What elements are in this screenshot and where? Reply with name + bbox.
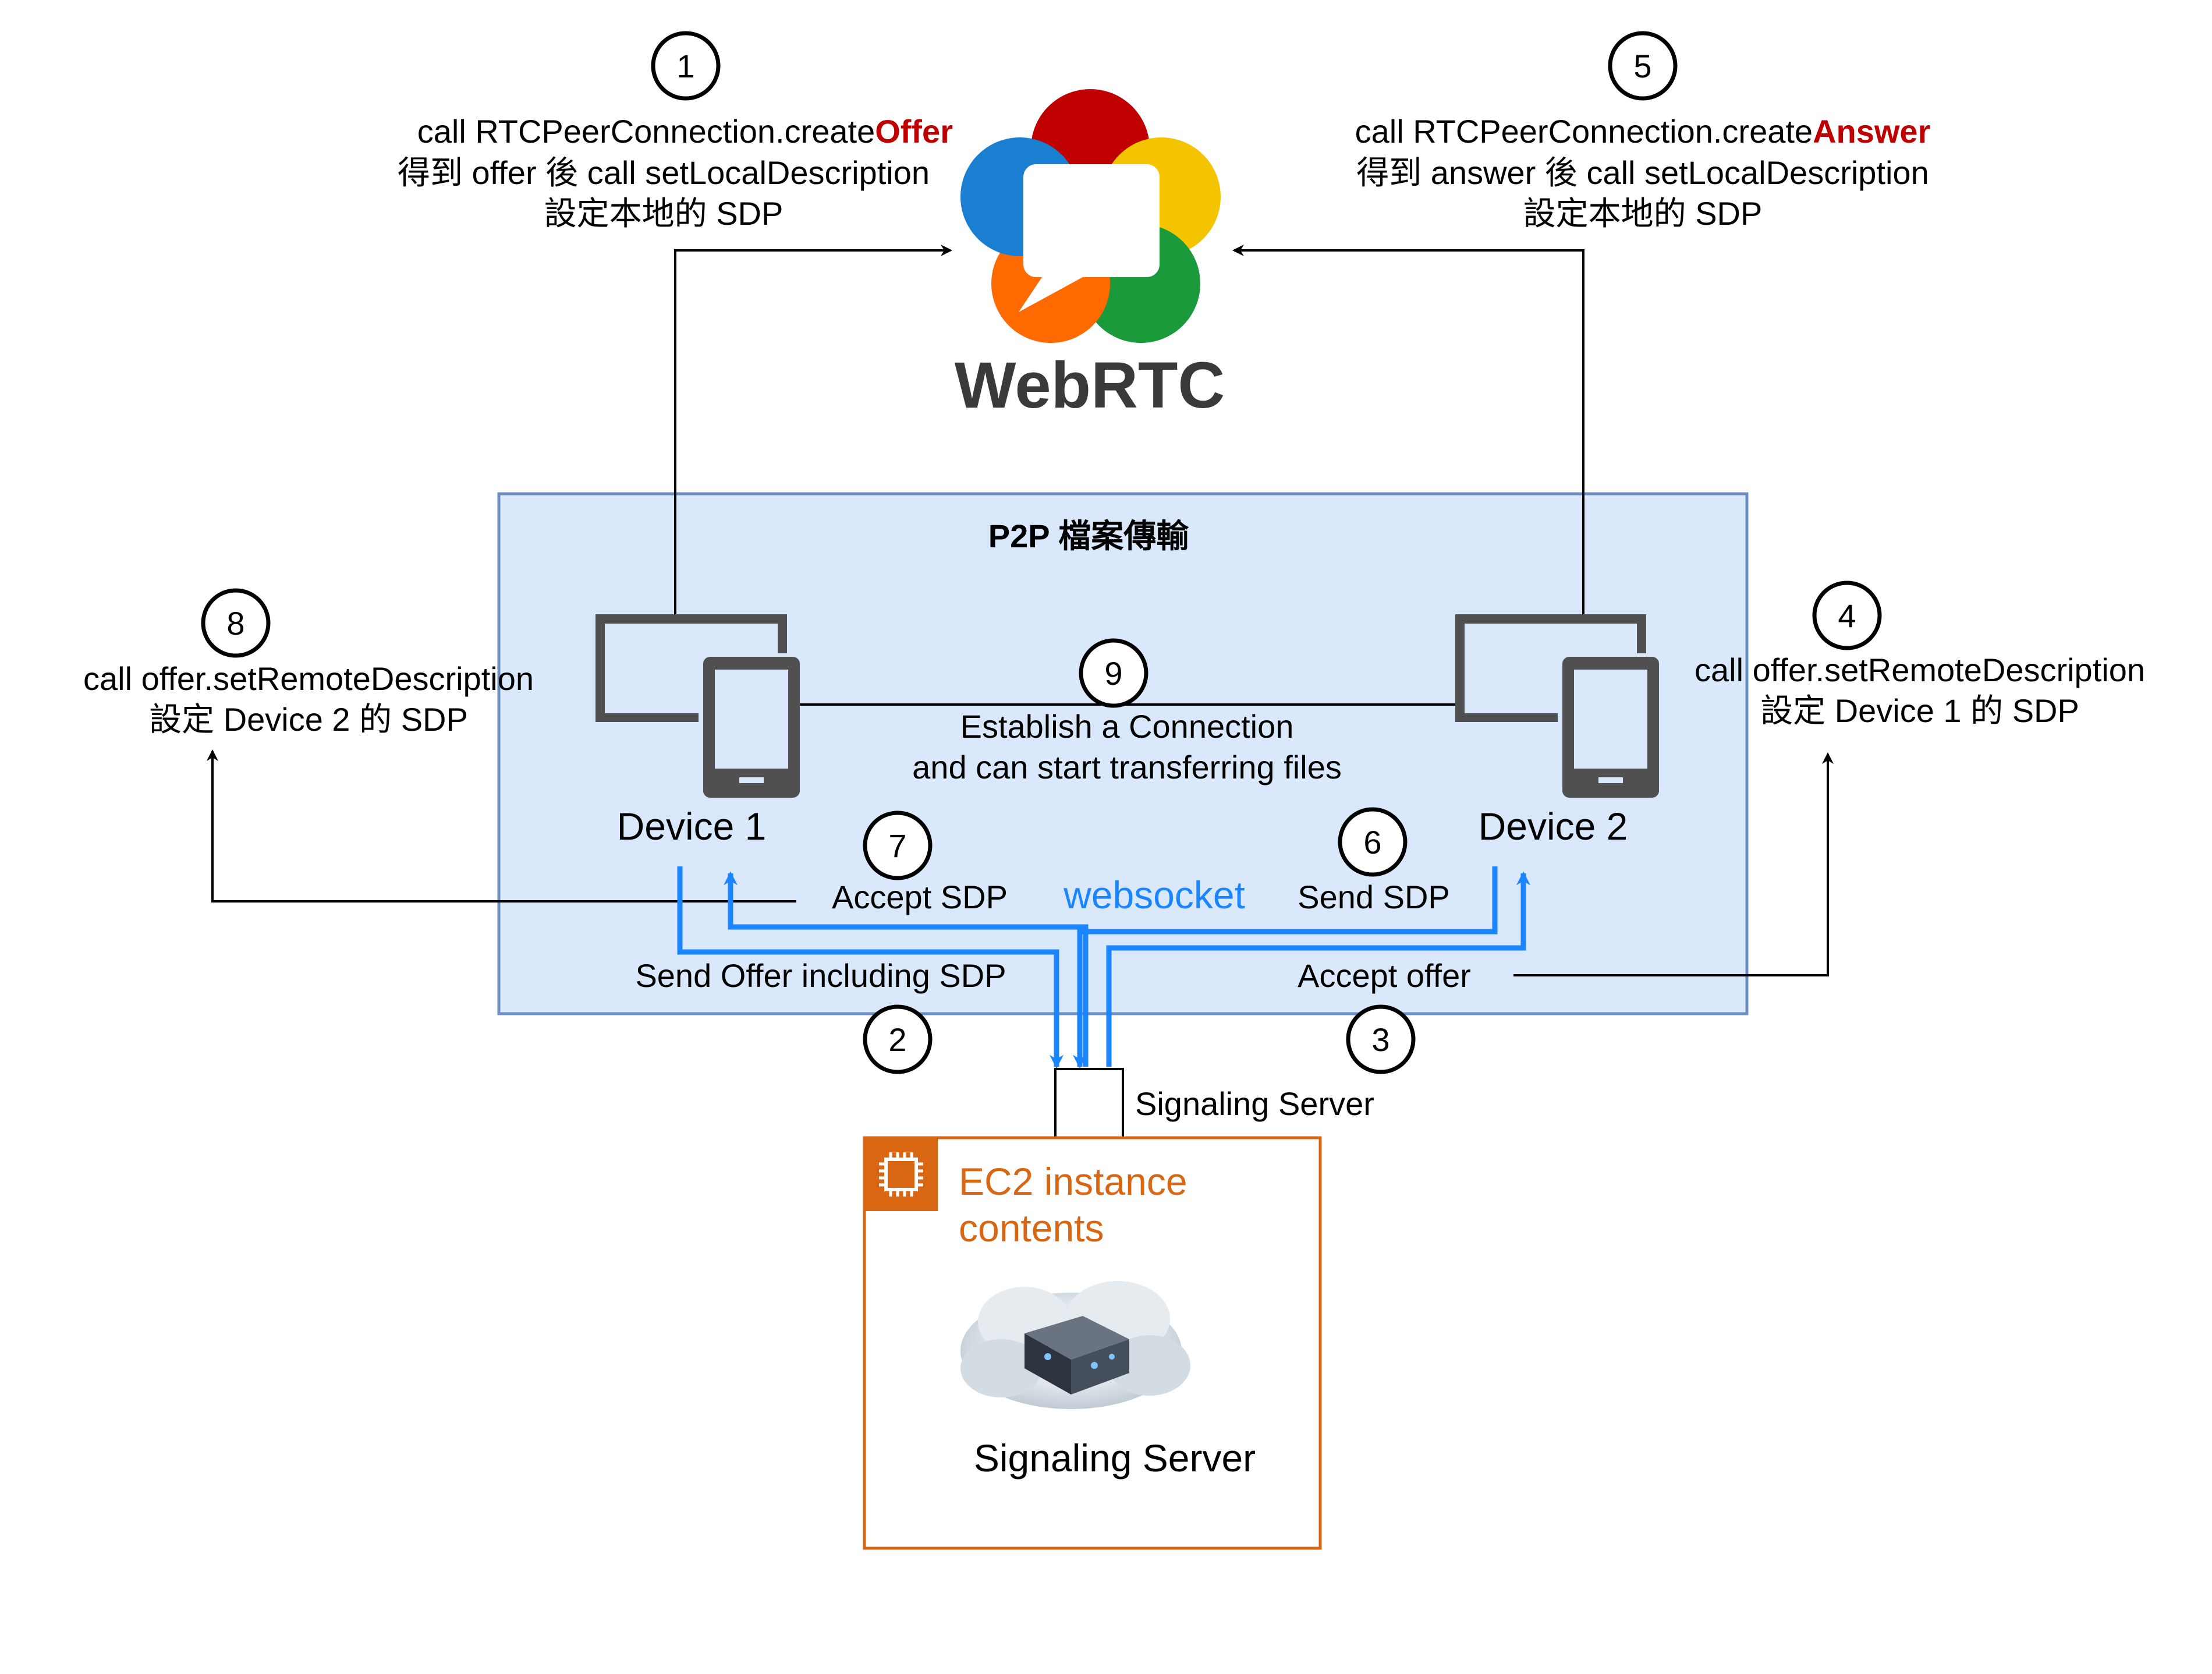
signaling-server-box xyxy=(1054,1068,1124,1139)
step-8-line1: call offer.setRemoteDescription xyxy=(83,660,534,697)
step-5-line1: call RTCPeerConnection.createAnswer xyxy=(1355,113,1931,150)
webrtc-wordmark: WebRTC xyxy=(955,349,1225,422)
step-9-circle xyxy=(1079,638,1148,708)
step-2-circle xyxy=(863,1004,933,1074)
p2p-title: P2P 檔案傳輸 xyxy=(988,518,1189,554)
step-1-line2: 得到 offer 後 call setLocalDescription xyxy=(398,154,930,191)
arrow-device1-to-webrtc xyxy=(674,245,952,614)
chat-bubble-icon xyxy=(1019,164,1160,312)
step-5-line3: 設定本地的 SDP xyxy=(1523,195,1763,232)
step-8-line2: 設定 Device 2 的 SDP xyxy=(149,701,468,738)
cloud-server-icon xyxy=(960,1281,1190,1409)
step-3-number: 3 xyxy=(1371,1021,1389,1058)
step-6-label: Send SDP xyxy=(1298,879,1450,915)
signaling-server-label: Signaling Server xyxy=(1135,1085,1374,1122)
step-8-number: 8 xyxy=(226,605,244,642)
websocket-label: websocket xyxy=(1063,873,1245,916)
device-2-icon xyxy=(1455,614,1659,798)
step-4-line2: 設定 Device 1 的 SDP xyxy=(1760,692,2079,729)
arrow-accept-sdp-to-step8 xyxy=(207,749,796,903)
step-1-number: 1 xyxy=(676,48,694,84)
step-9-number: 9 xyxy=(1104,655,1122,692)
step-7-circle xyxy=(863,811,933,880)
step-9-line2: and can start transferring files xyxy=(912,749,1342,785)
device-2-label: Device 2 xyxy=(1479,805,1628,848)
webrtc-logo xyxy=(960,89,1221,343)
ws-arrow-accept-offer xyxy=(1106,871,1530,1067)
arrow-device2-to-webrtc xyxy=(1232,245,1584,614)
ec2-chip-icon xyxy=(864,1138,938,1211)
step-8-circle xyxy=(201,588,271,658)
ec2-title-line2: contents xyxy=(959,1206,1104,1250)
step-5-number: 5 xyxy=(1633,48,1651,84)
ws-arrow-accept-sdp xyxy=(724,871,1089,1067)
step-1-circle xyxy=(651,31,721,101)
step-5-line2: 得到 answer 後 call setLocalDescription xyxy=(1356,154,1929,191)
step-2-number: 2 xyxy=(888,1021,906,1058)
step-5-circle xyxy=(1608,31,1678,101)
step-1-line3: 設定本地的 SDP xyxy=(544,195,784,232)
device-1-icon xyxy=(595,614,800,798)
arrow-accept-offer-to-step4 xyxy=(1513,752,1834,976)
step-4-number: 4 xyxy=(1838,597,1856,634)
step-9-line1: Establish a Connection xyxy=(960,708,1294,745)
step-7-label: Accept SDP xyxy=(832,879,1008,915)
step-1-line1: call RTCPeerConnection.createOffer xyxy=(417,113,953,150)
step-4-circle xyxy=(1812,581,1882,650)
step-4-line1: call offer.setRemoteDescription xyxy=(1695,652,2145,688)
step-3-label: Accept offer xyxy=(1298,957,1471,994)
step-6-circle xyxy=(1338,807,1408,877)
ws-arrow-send-sdp xyxy=(1073,866,1498,1069)
step-2-label: Send Offer including SDP xyxy=(635,957,1006,994)
step-7-number: 7 xyxy=(888,827,906,864)
step-6-number: 6 xyxy=(1363,824,1381,861)
ec2-title-line1: EC2 instance xyxy=(959,1160,1187,1203)
ec2-signaling-server-label: Signaling Server xyxy=(974,1436,1256,1480)
step-3-circle xyxy=(1346,1004,1416,1074)
ws-arrow-send-offer xyxy=(677,866,1064,1069)
device-1-label: Device 1 xyxy=(617,805,767,848)
